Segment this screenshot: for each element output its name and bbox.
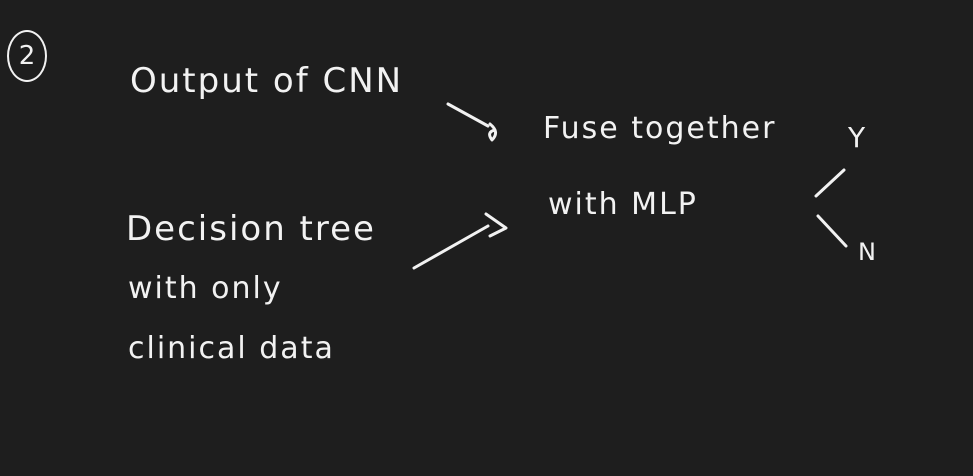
branch-to-yes	[814, 168, 846, 198]
branch-to-no	[816, 214, 848, 248]
cnn-output-text: Output of CNN	[130, 61, 404, 101]
with-mlp-text: with MLP	[548, 187, 698, 222]
fuse-together-text: Fuse together	[543, 111, 777, 146]
outcome-no-label: N	[858, 238, 878, 266]
arrow-cnn-to-fuse	[446, 102, 490, 128]
arrow-tree-to-fuse	[412, 224, 490, 270]
outcome-yes-label: Y	[848, 121, 868, 154]
clinical-data-text: clinical data	[128, 331, 335, 366]
step-number-circle: 2	[7, 30, 47, 82]
with-only-text: with only	[128, 271, 283, 306]
arrowhead-tree	[484, 212, 508, 238]
decision-tree-text: Decision tree	[126, 209, 376, 249]
step-number: 2	[18, 41, 36, 71]
arrowhead-cnn	[488, 122, 497, 142]
